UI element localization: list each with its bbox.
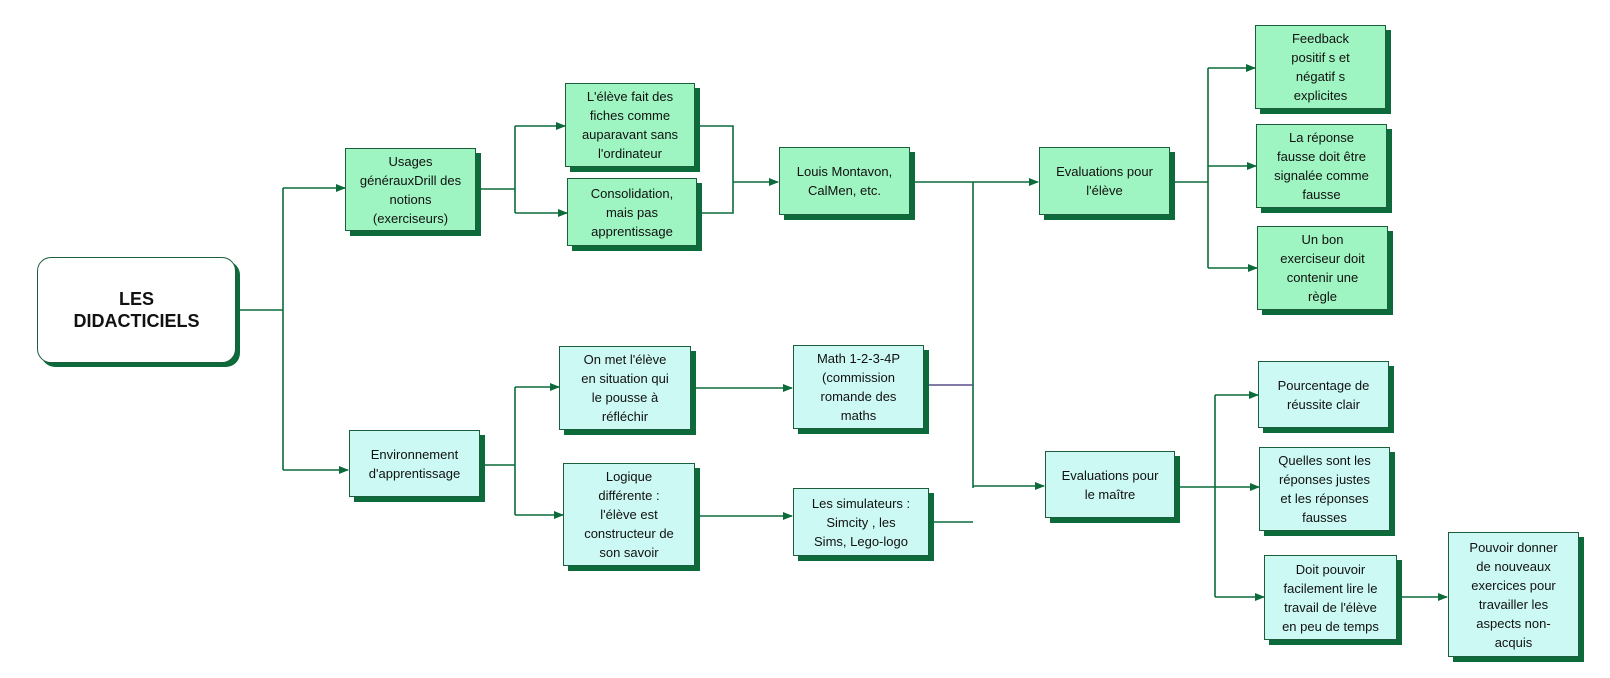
connector-eval-eleve-trunk [1170, 68, 1209, 268]
node-consolidation: Consolidation, mais pas apprentissage [567, 178, 697, 246]
node-usages: Usages générauxDrill des notions (exerci… [345, 148, 476, 231]
node-reponse-fausse: La réponse fausse doit être signalée com… [1256, 124, 1387, 208]
node-pourcentage: Pourcentage de réussite clair [1258, 361, 1389, 428]
node-fiches: L'élève fait des fiches comme auparavant… [565, 83, 695, 167]
connector-root-trunk [236, 188, 284, 470]
connector-usages-trunk [481, 126, 516, 213]
node-regle: Un bon exerciseur doit contenir une règl… [1257, 226, 1388, 310]
node-feedback: Feedback positif s et négatif s explicit… [1255, 25, 1386, 109]
connector-eval-maitre-trunk [1180, 395, 1216, 597]
connector-merge-louis [690, 125, 734, 214]
node-simulateurs: Les simulateurs : Simcity , les Sims, Le… [793, 488, 929, 556]
node-louis-montavon: Louis Montavon, CalMen, etc. [779, 147, 910, 215]
node-evaluations-eleve: Evaluations pour l'élève [1039, 147, 1170, 215]
node-environnement: Environnement d'apprentissage [349, 430, 480, 497]
node-logique: Logique différente : l'élève est constru… [563, 463, 695, 566]
node-quelles: Quelles sont les réponses justes et les … [1259, 447, 1390, 531]
node-math: Math 1-2-3-4P (commission romande des ma… [793, 345, 924, 429]
connector-env-trunk [484, 387, 516, 515]
node-evaluations-maitre: Evaluations pour le maître [1045, 451, 1175, 518]
root-node-les-didacticiels: LES DIDACTICIELS [37, 257, 236, 363]
node-situation: On met l'élève en situation qui le pouss… [559, 346, 691, 430]
node-doit-lire: Doit pouvoir facilement lire le travail … [1264, 555, 1397, 640]
node-nouveaux-exercices: Pouvoir donner de nouveaux exercices pou… [1448, 532, 1579, 657]
